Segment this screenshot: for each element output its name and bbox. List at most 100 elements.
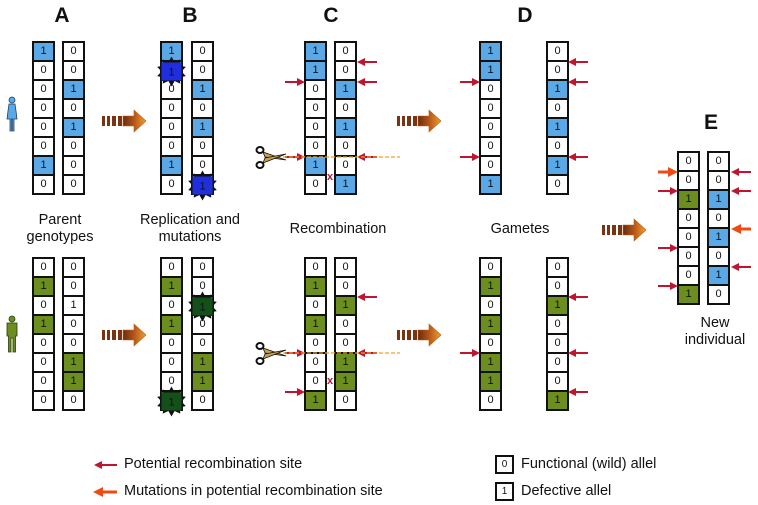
allele-cell: 0 xyxy=(306,335,325,354)
allele-cell: 0 xyxy=(709,248,728,267)
allele-cell: 0 xyxy=(64,176,83,193)
allele-cell: 1 xyxy=(709,191,728,210)
allele-cell: 0 xyxy=(548,62,567,81)
allele-cell: 0 xyxy=(548,176,567,193)
recombination-site-arrow-icon xyxy=(568,153,588,161)
caption-recombination: Recombination xyxy=(289,221,387,237)
allele-cell: 0 xyxy=(709,172,728,191)
recombination-site-arrow-icon xyxy=(568,349,588,357)
allele-cell: 1 xyxy=(481,278,500,297)
allele-cell: 1 xyxy=(336,354,355,373)
allele-cell: 1 xyxy=(162,157,181,176)
block-arrow-right-icon xyxy=(397,109,442,133)
allele-cell: 1 xyxy=(34,278,53,297)
allele-cell: 0 xyxy=(481,392,500,409)
allele-cell: 1 xyxy=(709,229,728,248)
allele-cell: 0 xyxy=(306,259,325,278)
allele-cell: 0 xyxy=(306,81,325,100)
allele-cell: 1 xyxy=(64,119,83,138)
allele-cell: 0 xyxy=(548,259,567,278)
allele-cell: 1 xyxy=(193,373,212,392)
allele-cell: 0 xyxy=(34,392,53,409)
panel-label-d: D xyxy=(517,4,533,27)
allele-cell: 1 xyxy=(193,297,212,316)
recombination-site-arrow-icon xyxy=(568,293,588,301)
legend-functional-label: Functional (wild) allel xyxy=(521,456,657,472)
allele-cell: 1 xyxy=(336,81,355,100)
legend-defective-swatch: 1 xyxy=(495,482,514,501)
allele-cell: 0 xyxy=(162,138,181,157)
allele-cell: 1 xyxy=(193,354,212,373)
recombination-site-arrow-icon xyxy=(460,349,480,357)
allele-cell: 1 xyxy=(679,191,698,210)
panel-label-a: A xyxy=(54,4,70,27)
allele-cell: 0 xyxy=(336,316,355,335)
legend-functional-swatch: 0 xyxy=(495,455,514,474)
block-arrow-right-icon xyxy=(397,323,442,347)
allele-cell: 1 xyxy=(64,297,83,316)
allele-cell: 0 xyxy=(34,138,53,157)
allele-cell: 0 xyxy=(679,248,698,267)
recombination-site-arrow-icon xyxy=(357,78,377,86)
allele-cell: 0 xyxy=(306,119,325,138)
caption-line: Replication and xyxy=(140,212,240,228)
allele-cell: 0 xyxy=(336,259,355,278)
allele-cell: 0 xyxy=(336,278,355,297)
caption-replication-mutations: Replication and mutations xyxy=(125,212,255,246)
allele-cell: 0 xyxy=(34,297,53,316)
recombination-site-arrow-icon xyxy=(285,349,305,357)
legend-recombination-site: Potential recombination site xyxy=(124,456,303,472)
allele-cell: 0 xyxy=(162,354,181,373)
allele-cell: 0 xyxy=(64,278,83,297)
block-arrow-right-icon xyxy=(602,218,647,242)
allele-cell: 0 xyxy=(34,81,53,100)
allele-cell: 0 xyxy=(64,62,83,81)
allele-cell: 1 xyxy=(481,316,500,335)
allele-cell: 0 xyxy=(34,62,53,81)
crossover-mark: x xyxy=(327,171,334,183)
allele-cell: 0 xyxy=(193,138,212,157)
allele-cell: 0 xyxy=(306,176,325,193)
recombination-site-arrow-icon xyxy=(568,58,588,66)
allele-cell: 1 xyxy=(306,62,325,81)
allele-cell: 0 xyxy=(193,62,212,81)
allele-cell: 1 xyxy=(306,392,325,409)
allele-cell: 0 xyxy=(34,176,53,193)
allele-cell: 1 xyxy=(306,157,325,176)
recombination-site-arrow-icon xyxy=(357,293,377,301)
allele-cell: 0 xyxy=(336,157,355,176)
allele-cell: 1 xyxy=(193,81,212,100)
allele-cell: 1 xyxy=(336,176,355,193)
caption-gametes: Gametes xyxy=(490,221,550,237)
allele-cell: 1 xyxy=(481,43,500,62)
allele-cell: 0 xyxy=(481,297,500,316)
allele-cell: 0 xyxy=(162,335,181,354)
legend-defective-label: Defective allel xyxy=(521,483,612,499)
scissors-icon xyxy=(255,342,287,365)
allele-cell: 1 xyxy=(64,354,83,373)
caption-line: genotypes xyxy=(26,229,94,245)
caption-new-individual: New individual xyxy=(680,315,750,349)
allele-cell: 1 xyxy=(548,119,567,138)
recombination-site-arrow-icon xyxy=(658,244,678,252)
allele-cell: 1 xyxy=(306,43,325,62)
allele-cell: 0 xyxy=(679,172,698,191)
recombination-site-arrow-icon xyxy=(285,388,305,396)
caption-line: New xyxy=(700,315,730,331)
allele-cell: 1 xyxy=(162,43,181,62)
allele-cell: 1 xyxy=(481,373,500,392)
allele-cell: 0 xyxy=(162,81,181,100)
allele-cell: 0 xyxy=(34,119,53,138)
allele-cell: 0 xyxy=(193,335,212,354)
allele-cell: 0 xyxy=(34,259,53,278)
allele-cell: 0 xyxy=(481,259,500,278)
allele-cell: 1 xyxy=(481,354,500,373)
